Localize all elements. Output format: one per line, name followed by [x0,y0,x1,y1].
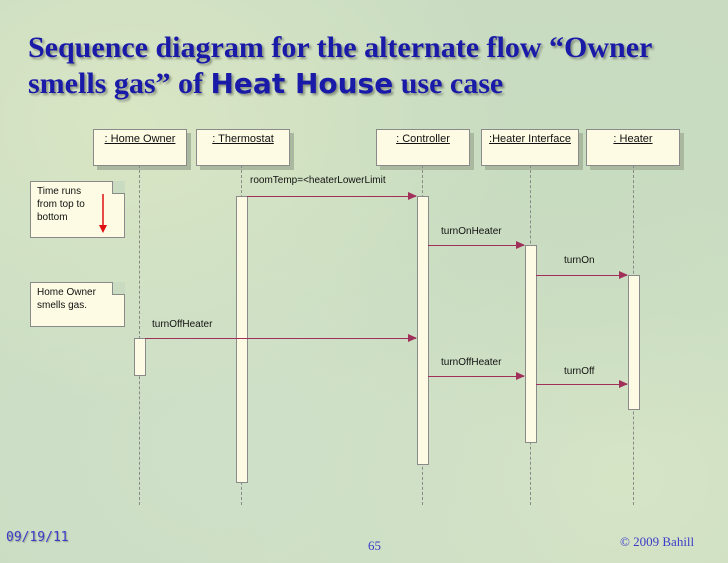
message-arrow-turn-on [536,271,628,279]
activation-heater-interface [525,245,537,443]
time-note-line-3: bottom [37,212,68,223]
activation-heater [628,275,640,410]
time-note-line-1: Time runs [37,186,82,197]
message-arrow-turn-off [536,380,628,388]
lifeline-thermostat: : Thermostat [196,129,290,166]
lifeline-home-owner-label: : Home Owner [104,133,176,145]
activation-thermostat [236,196,248,483]
slide-title: Sequence diagram for the alternate flow … [28,30,718,102]
activation-home-owner [134,338,146,376]
title-use-case-name: Heat House [210,67,394,100]
lifeline-heater: : Heater [586,129,680,166]
lifeline-controller: : Controller [376,129,470,166]
activation-controller [417,196,429,465]
note-fold-corner [112,181,125,194]
time-note: Time runs from top to bottom [30,181,125,238]
title-line-2-suffix: use case [393,67,504,100]
message-arrow-turn-off-heater-owner [145,334,417,342]
owner-note: Home Owner smells gas. [30,282,125,327]
message-label-turn-off-heater-owner: turnOffHeater [152,319,213,330]
owner-note-line-2: smells gas. [37,300,88,311]
footer-date: 09/19/11 [6,530,69,545]
lifeline-heater-interface-label: :Heater Interface [489,133,571,145]
message-label-room-temp: roomTemp=<heaterLowerLimit [250,175,386,186]
message-label-turn-on-heater: turnOnHeater [441,226,502,237]
message-label-turn-off-heater-controller: turnOffHeater [441,357,502,368]
lifeline-home-owner-line [139,165,140,505]
message-arrow-room-temp [247,192,417,200]
footer-copyright: © 2009 Bahill [620,534,695,549]
footer-page-number: 65 [368,538,381,553]
message-arrow-turn-on-heater [428,241,525,249]
lifeline-heater-interface: :Heater Interface [481,129,579,166]
lifeline-home-owner: : Home Owner [93,129,187,166]
message-label-turn-on: turnOn [564,255,595,266]
note-fold-corner [112,282,125,295]
down-arrow-icon [99,194,107,233]
owner-note-line-1: Home Owner [37,287,96,298]
lifeline-controller-label: : Controller [396,133,450,145]
title-line-2-prefix: smells gas” of [28,67,211,100]
message-arrow-turn-off-heater-controller [428,372,525,380]
lifeline-heater-label: : Heater [613,133,653,145]
time-note-line-2: from top to [37,199,85,210]
title-line-1: Sequence diagram for the alternate flow … [28,31,653,64]
message-label-turn-off: turnOff [564,366,595,377]
lifeline-thermostat-label: : Thermostat [212,133,274,145]
